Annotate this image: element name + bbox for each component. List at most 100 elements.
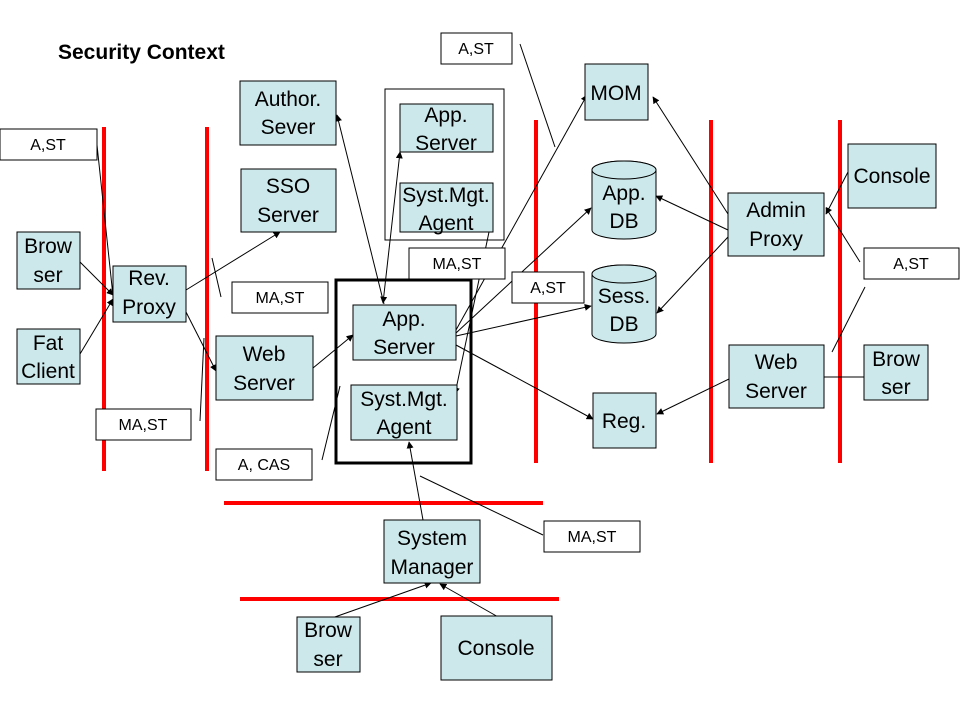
node-label: Reg. xyxy=(602,410,646,433)
label-text: A,ST xyxy=(458,41,494,58)
node-label: Sever xyxy=(261,116,316,139)
label-ma-st-left: MA,ST xyxy=(95,408,192,441)
node-browser-right[interactable]: Brow ser xyxy=(863,344,929,401)
node-label: Agent xyxy=(419,212,474,235)
connector-arrow xyxy=(655,195,729,231)
node-mom[interactable]: MOM xyxy=(584,63,649,121)
node-label: Manager xyxy=(391,556,474,579)
label-a-st-mid: A,ST xyxy=(511,271,585,304)
node-label: DB xyxy=(609,210,638,233)
node-label: Author. xyxy=(255,88,322,111)
connector-line xyxy=(831,286,866,353)
node-label: Console xyxy=(853,165,930,188)
connector-line xyxy=(96,144,114,297)
app-container-main xyxy=(334,278,473,465)
label-text: MA,ST xyxy=(433,256,482,273)
node-label: Server xyxy=(415,132,477,155)
connector-arrow xyxy=(331,581,432,619)
label-text: A, CAS xyxy=(238,457,290,474)
connector-arrow xyxy=(439,583,501,619)
node-label: ser xyxy=(313,648,342,671)
label-a-cas: A, CAS xyxy=(215,448,313,481)
node-browser-bottom[interactable]: Brow ser xyxy=(296,616,361,673)
node-label: Sess. xyxy=(598,285,651,308)
node-author-server[interactable]: Author. Sever xyxy=(239,80,337,146)
label-text: A,ST xyxy=(530,280,566,297)
node-label: ser xyxy=(33,264,62,287)
connector-arrow xyxy=(79,261,114,296)
node-label: App. xyxy=(424,104,467,127)
connector-arrow xyxy=(380,151,403,304)
connector-arrow xyxy=(406,441,424,521)
connector-line xyxy=(825,207,861,263)
node-label: Agent xyxy=(377,416,432,439)
label-a-st-right: A,ST xyxy=(863,247,960,280)
node-console-bottom[interactable]: Console xyxy=(440,615,553,681)
node-label: Web xyxy=(243,343,286,366)
node-label: Brow xyxy=(24,235,73,258)
node-web-server-left[interactable]: Web Server xyxy=(215,335,314,401)
node-system-manager[interactable]: System Manager xyxy=(383,519,481,584)
label-ma-st-mid: MA,ST xyxy=(231,281,329,314)
node-admin-proxy[interactable]: Admin Proxy xyxy=(727,192,825,257)
connector-line xyxy=(519,43,556,148)
node-label: Proxy xyxy=(122,296,176,319)
node-label: Proxy xyxy=(749,228,803,251)
node-label: Syst.Mgt. xyxy=(360,388,448,411)
connector-line xyxy=(211,257,222,298)
node-label: Rev. xyxy=(128,267,170,290)
node-label: MOM xyxy=(590,82,641,105)
node-label: Server xyxy=(233,372,295,395)
node-sess-db[interactable]: Sess. DB xyxy=(591,264,657,344)
label-text: A,ST xyxy=(893,256,929,273)
node-web-server-right[interactable]: Web Server xyxy=(728,344,825,409)
node-label: Admin xyxy=(746,199,806,222)
connector-arrow xyxy=(652,96,729,215)
label-a-st-left: A,ST xyxy=(0,128,98,161)
connector-line xyxy=(419,475,544,536)
node-reg[interactable]: Reg. xyxy=(592,392,657,449)
label-ma-st-top: MA,ST xyxy=(408,247,506,280)
node-label: Server xyxy=(745,380,807,403)
node-label: Server xyxy=(257,204,319,227)
node-app-server-top[interactable]: App. Server xyxy=(399,103,494,155)
connector-arrow xyxy=(656,236,729,314)
connector-line xyxy=(199,337,205,422)
node-label: Web xyxy=(755,351,798,374)
node-label: SSO xyxy=(266,175,310,198)
connector-arrow xyxy=(79,298,114,355)
connectors xyxy=(79,43,866,619)
connector-line xyxy=(321,385,341,461)
node-console-right[interactable]: Console xyxy=(847,143,937,209)
node-syst-mgt-agent-top[interactable]: Syst.Mgt. Agent xyxy=(399,182,494,235)
node-browser-left[interactable]: Brow ser xyxy=(16,231,81,290)
node-app-server-main[interactable]: App. Server xyxy=(352,304,457,361)
node-app-db[interactable]: App. DB xyxy=(591,160,657,240)
node-label: App. xyxy=(602,182,645,205)
connector-arrow xyxy=(656,378,730,415)
node-label: Client xyxy=(21,360,75,383)
node-label: ser xyxy=(881,376,910,399)
node-label: Brow xyxy=(304,619,353,642)
node-label: DB xyxy=(609,313,638,336)
node-rev-proxy[interactable]: Rev. Proxy xyxy=(112,265,187,323)
node-sso-server[interactable]: SSO Server xyxy=(240,168,337,233)
node-label: Syst.Mgt. xyxy=(402,184,490,207)
connector-arrow xyxy=(455,94,588,331)
connector-arrow xyxy=(455,207,592,334)
node-syst-mgt-agent-main[interactable]: Syst.Mgt. Agent xyxy=(350,384,458,441)
label-text: MA,ST xyxy=(568,529,617,546)
connector-arrow xyxy=(185,311,217,372)
label-text: MA,ST xyxy=(256,290,305,307)
node-label: System xyxy=(397,527,467,550)
node-label: Fat xyxy=(33,332,64,355)
diagram-title: Security Context xyxy=(58,41,225,64)
node-label: Brow xyxy=(872,348,921,371)
connector-arrow xyxy=(312,334,354,369)
label-a-st-top: A,ST xyxy=(440,32,513,65)
node-fat-client[interactable]: Fat Client xyxy=(16,328,81,385)
label-text: A,ST xyxy=(30,137,66,154)
connector-arrow xyxy=(825,171,849,215)
connector-arrow xyxy=(335,114,385,305)
